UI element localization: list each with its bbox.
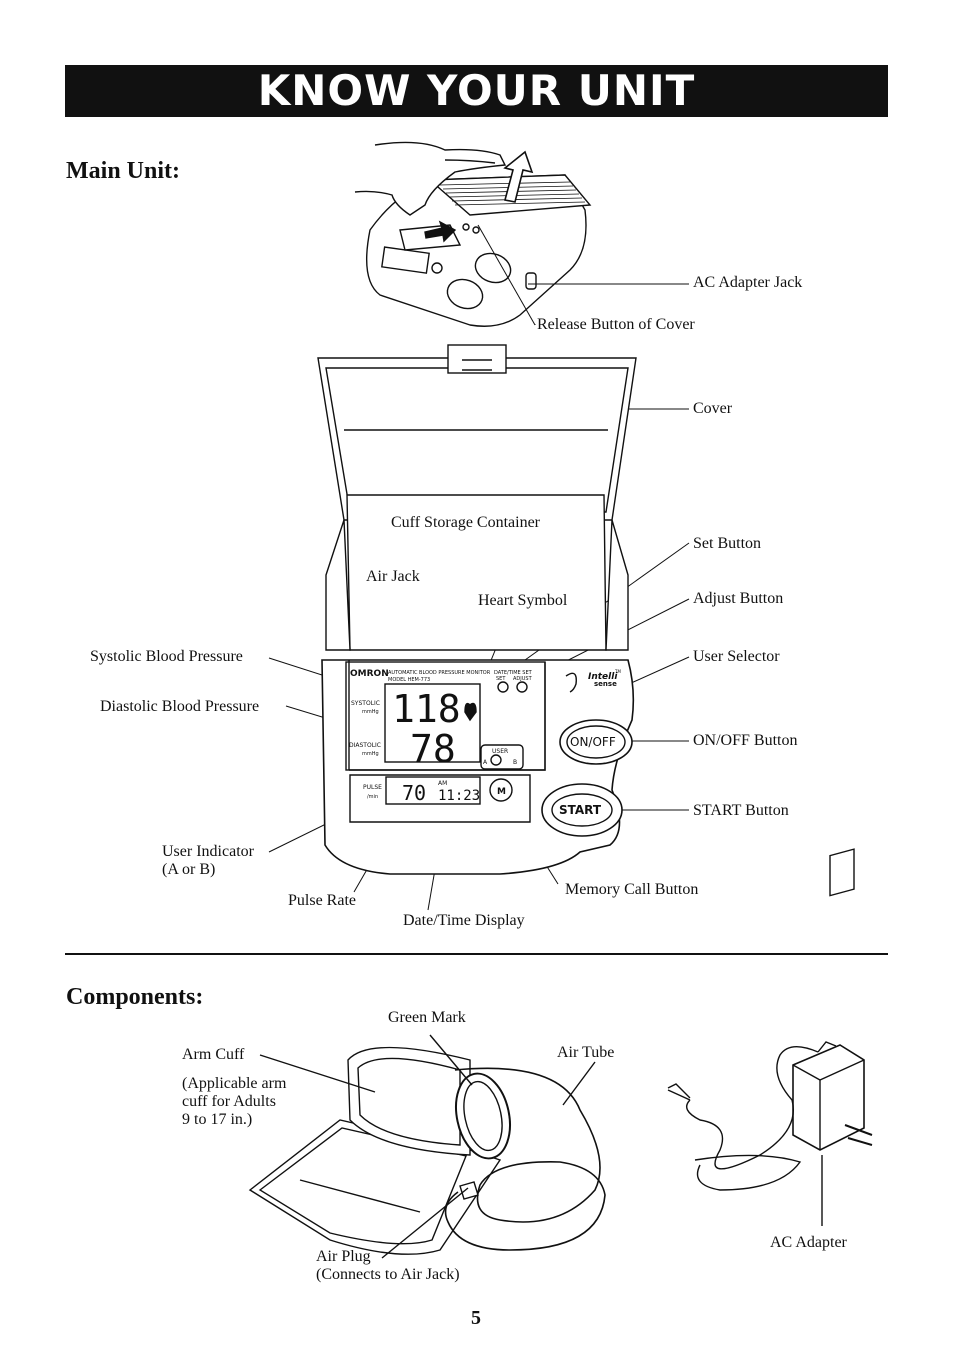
label-applicable-3: 9 to 17 in.) <box>182 1111 253 1128</box>
device-brand: OMRON <box>350 669 389 679</box>
device-datetime-set: DATE/TIME SET <box>494 670 533 676</box>
page-header-bar: KNOW YOUR UNIT <box>65 65 888 117</box>
label-applicable-2: cuff for Adults <box>182 1093 276 1110</box>
label-arm-cuff: Arm Cuff <box>182 1046 245 1063</box>
device-diastolic-unit: mmHg <box>362 751 379 757</box>
label-cuff-storage: Cuff Storage Container <box>391 514 541 531</box>
label-set-button: Set Button <box>693 535 762 552</box>
device-systolic-tag: SYSTOLIC <box>351 700 380 707</box>
label-air-plug: Air Plug <box>316 1248 371 1265</box>
device-user-b: B <box>513 759 517 766</box>
device-start-label: START <box>559 803 602 817</box>
label-start-button: START Button <box>693 802 789 819</box>
device-memory-label: M <box>497 787 506 797</box>
device-diastolic-tag: DIASTOLIC <box>349 742 381 749</box>
device-model-line1: AUTOMATIC BLOOD PRESSURE MONITOR <box>388 670 491 676</box>
device-set-label: SET <box>496 676 506 682</box>
main-unit-illustration <box>317 344 637 875</box>
label-user-indicator: User Indicator <box>162 843 254 860</box>
device-diastolic-value: 78 <box>410 727 456 771</box>
device-model-line2: MODEL HEM-773 <box>388 677 430 683</box>
device-intelli: Intelli <box>588 672 618 682</box>
label-user-indicator-sub: (A or B) <box>162 861 216 878</box>
label-ac-adapter-jack: AC Adapter Jack <box>693 274 803 291</box>
device-systolic-unit: mmHg <box>362 709 379 715</box>
small-unit-illustration <box>354 141 592 327</box>
label-heart-symbol: Heart Symbol <box>478 592 568 609</box>
ac-adapter-illustration <box>667 848 873 1191</box>
device-am: AM <box>438 780 447 787</box>
device-pulse-tag: PULSE <box>363 784 382 791</box>
section-divider <box>65 953 888 955</box>
device-sense: sense <box>594 680 617 688</box>
device-user-label: USER <box>492 748 508 755</box>
device-tm: TM <box>614 669 621 674</box>
label-ac-adapter: AC Adapter <box>770 1234 847 1251</box>
label-user-selector: User Selector <box>693 648 780 665</box>
label-date-time: Date/Time Display <box>403 912 525 929</box>
device-systolic-value: 118 <box>392 687 461 731</box>
label-adjust-button: Adjust Button <box>693 590 784 607</box>
device-onoff-label: ON/OFF <box>570 735 616 749</box>
page-number: 5 <box>471 1307 481 1329</box>
label-air-plug-sub: (Connects to Air Jack) <box>316 1266 460 1283</box>
label-release-button: Release Button of Cover <box>537 316 695 333</box>
label-air-jack: Air Jack <box>366 568 420 585</box>
components-title: Components: <box>66 984 204 1010</box>
device-user-a: A <box>483 759 488 766</box>
page-title: KNOW YOUR UNIT <box>257 66 696 115</box>
label-air-tube: Air Tube <box>557 1044 615 1061</box>
label-onoff-button: ON/OFF Button <box>693 732 798 749</box>
main-unit-title: Main Unit: <box>66 158 180 184</box>
arm-cuff-illustration <box>248 1034 823 1259</box>
device-pulse-unit: /min <box>367 794 378 800</box>
label-systolic: Systolic Blood Pressure <box>90 648 243 665</box>
device-time: 11:23 <box>438 788 480 804</box>
label-memory-call: Memory Call Button <box>565 881 699 898</box>
device-pulse-value: 70 <box>402 781 426 805</box>
label-applicable-1: (Applicable arm <box>182 1075 287 1092</box>
label-diastolic: Diastolic Blood Pressure <box>100 698 260 715</box>
label-green-mark: Green Mark <box>388 1009 466 1026</box>
device-adjust-label: ADJUST <box>513 676 533 682</box>
label-cover: Cover <box>693 400 733 417</box>
label-pulse-rate: Pulse Rate <box>288 892 356 909</box>
